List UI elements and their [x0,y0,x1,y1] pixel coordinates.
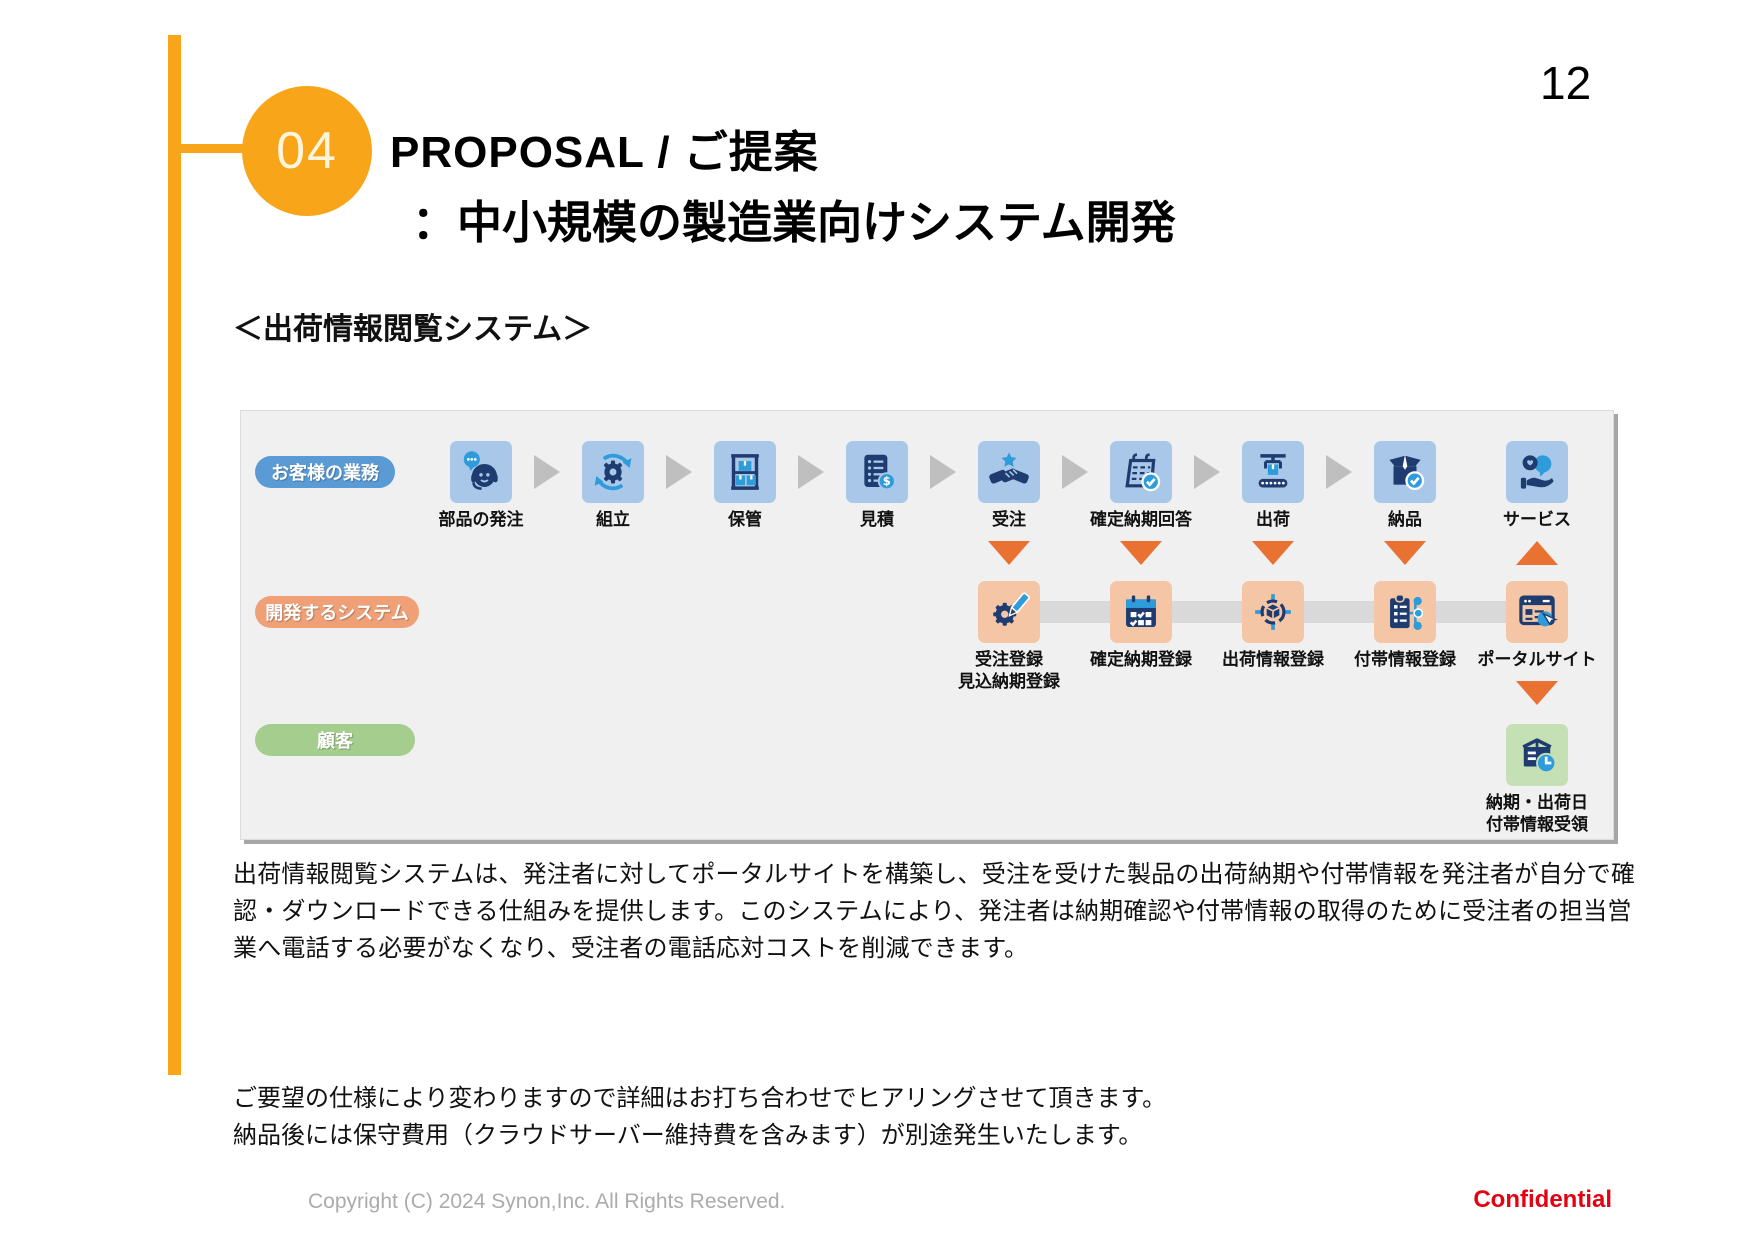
step-label: 受注 [992,510,1026,529]
step-label: 納期・出荷日 付帯情報受領 [1486,793,1588,834]
process-diagram-panel: お客様の業務 開発するシステム 顧客 部品の発注 [240,410,1614,840]
step-label: 見積 [860,510,894,529]
flow-arrow-icon [534,455,560,489]
step-quotation: $ 見積 [846,441,908,529]
box-clock-icon [1506,724,1568,786]
lane-pill-customer-business: お客様の業務 [255,456,395,488]
delivery-box-check-icon [1374,441,1436,503]
note-line: 納品後には保守費用（クラウドサーバー維持費を含みます）が別途発生いたします。 [233,1122,1143,1149]
step-label: 組立 [596,510,630,529]
step-label: 確定納期回答 [1090,510,1192,529]
step-label: 出荷情報登録 [1222,650,1324,669]
note-line: ご要望の仕様により変わりますので詳細はお打ち合わせでヒアリングさせて頂きます。 [233,1085,1167,1112]
down-arrow-icon [1516,681,1558,705]
flow-arrow-icon [1062,455,1088,489]
crane-conveyor-icon [1242,441,1304,503]
step-parts-order: 部品の発注 [439,441,524,529]
flow-arrow-icon [1194,455,1220,489]
page-number: 12 [1540,57,1592,109]
system-shipping-info-registration: 出荷情報登録 [1222,581,1324,669]
step-label: 保管 [728,510,762,529]
flow-arrow-icon [1326,455,1352,489]
system-order-registration: 受注登録 見込納期登録 [958,581,1060,691]
down-arrow-icon [988,541,1030,565]
lane-pill-developed-system: 開発するシステム [255,596,419,628]
calendar-check-icon [1110,441,1172,503]
copyright-text: Copyright (C) 2024 Synon,Inc. All Rights… [308,1190,786,1213]
system-attached-info-registration: 付帯情報登録 [1354,581,1456,669]
handshake-star-icon [978,441,1040,503]
step-label: サービス [1503,510,1571,529]
step-label: ポータルサイト [1477,650,1597,669]
system-portal-site: ポータルサイト [1478,581,1597,669]
step-label: 納品 [1388,510,1422,529]
warehouse-shelf-icon [714,441,776,503]
step-storage: 保管 [714,441,776,529]
target-box-icon [1242,581,1304,643]
accent-connector-line [181,144,245,153]
page-subtitle: ：中小規模の製造業向けシステム開発 [412,197,1176,248]
flow-arrow-icon [666,455,692,489]
calendar-register-icon [1110,581,1172,643]
section-number: 04 [276,122,338,180]
page-title: PROPOSAL / ご提案 [390,128,819,177]
headset-operator-icon [450,441,512,503]
down-arrow-icon [1120,541,1162,565]
step-shipping: 出荷 [1242,441,1304,529]
confidential-label: Confidential [1473,1186,1612,1213]
section-number-badge: 04 [242,86,372,216]
flow-arrow-icon [930,455,956,489]
step-label: 部品の発注 [438,510,524,529]
portal-site-icon [1506,581,1568,643]
svg-text:$: $ [883,474,891,488]
description-paragraph: 出荷情報閲覧システムは、発注者に対してポータルサイトを構築し、受注を受けた製品の… [233,861,1636,962]
gear-pencil-icon [978,581,1040,643]
service-hand-icon [1506,441,1568,503]
step-confirmed-delivery-reply: 確定納期回答 [1090,441,1192,529]
step-label: 受注登録 見込納期登録 [958,650,1060,691]
diagram-heading: ＜出荷情報閲覧システム＞ [233,313,593,346]
step-delivery: 納品 [1374,441,1436,529]
system-confirmed-delivery-registration: 確定納期登録 [1090,581,1192,669]
gear-sync-icon [582,441,644,503]
quote-document-icon: $ [846,441,908,503]
accent-vertical-bar [168,35,181,1075]
step-assembly: 組立 [582,441,644,529]
step-label: 付帯情報登録 [1354,650,1456,669]
notes-block: ご要望の仕様により変わりますので詳細はお打ち合わせでヒアリングさせて頂きます。 … [233,1080,1166,1154]
lane-pill-client: 顧客 [255,724,415,756]
step-label: 確定納期登録 [1090,650,1192,669]
step-service: サービス [1503,441,1571,529]
customer-receive-info: 納期・出荷日 付帯情報受領 [1486,724,1588,834]
down-arrow-icon [1384,541,1426,565]
down-arrow-icon [1252,541,1294,565]
clipboard-network-icon [1374,581,1436,643]
step-label: 出荷 [1256,510,1290,529]
flow-arrow-icon [798,455,824,489]
step-order-received: 受注 [978,441,1040,529]
up-arrow-icon [1516,541,1558,565]
